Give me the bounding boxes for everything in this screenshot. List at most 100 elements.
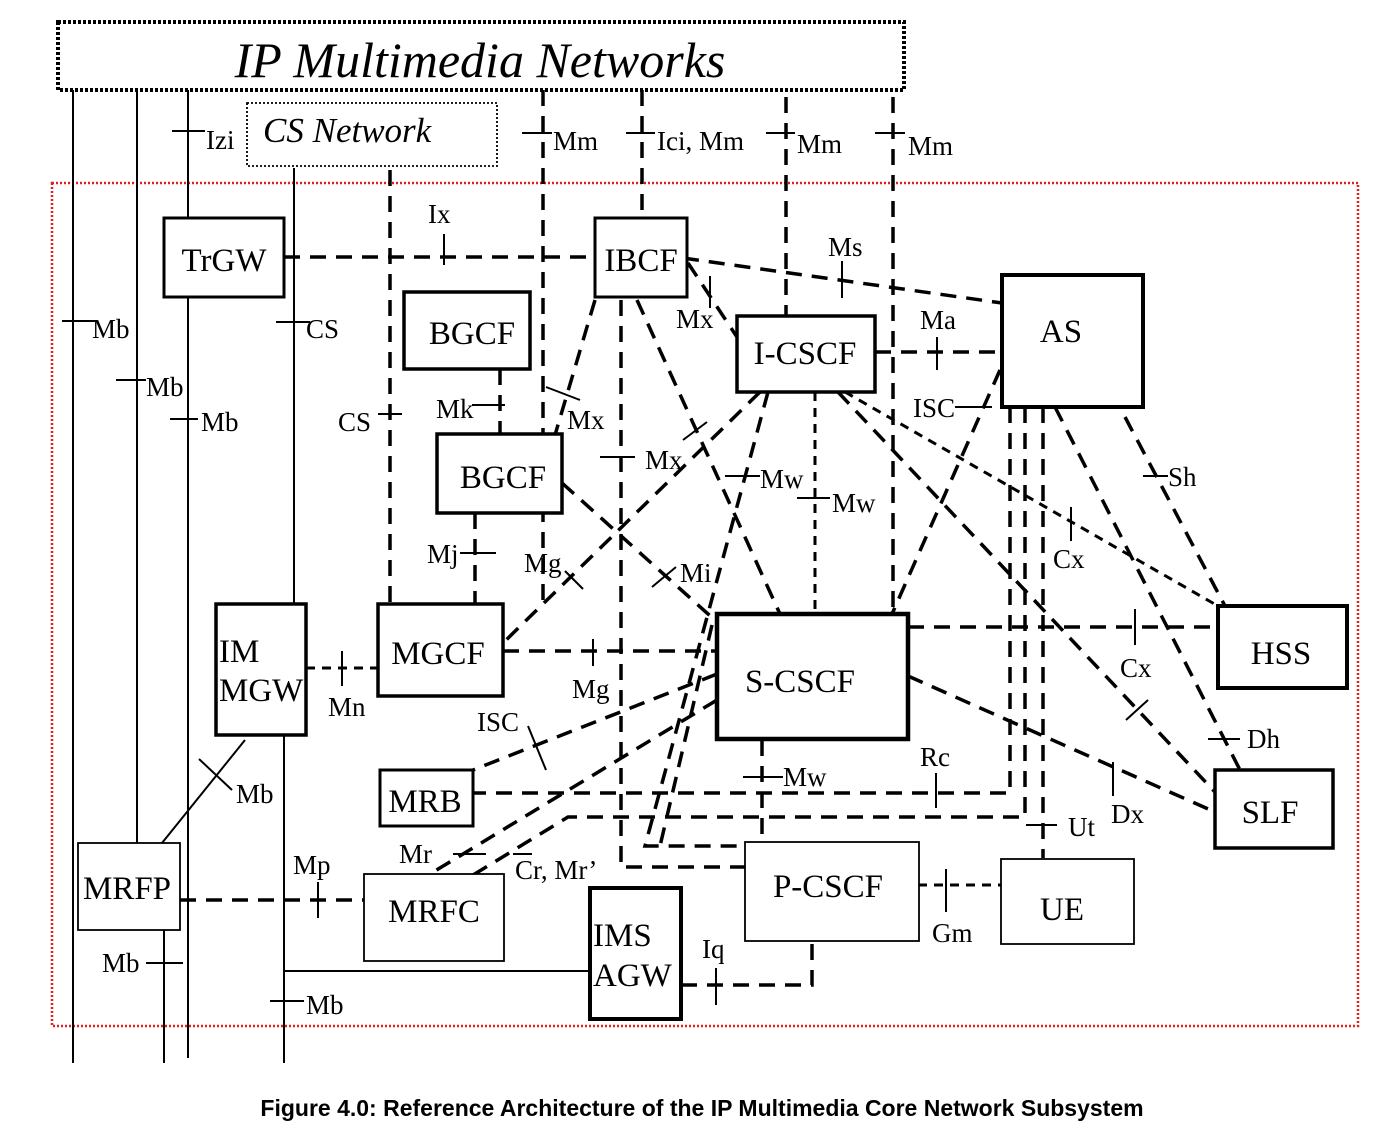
node-trgw[interactable]: TrGW bbox=[162, 216, 286, 299]
interface-label-mg: Mg bbox=[524, 548, 562, 578]
interface-label-mx: Mx bbox=[645, 445, 683, 475]
node-slf[interactable]: SLF bbox=[1213, 768, 1335, 850]
node-ibcf[interactable]: IBCF bbox=[593, 216, 689, 299]
node-label: P-CSCF bbox=[773, 869, 883, 905]
interface-label-mp: Mp bbox=[293, 850, 331, 880]
link-line bbox=[560, 481, 719, 624]
node-label: MGW bbox=[219, 673, 304, 709]
node-label: MGCF bbox=[391, 636, 485, 672]
node-pcscf[interactable]: P-CSCF bbox=[744, 841, 920, 942]
node-label: MRFC bbox=[388, 894, 480, 930]
interface-label-cr-mr: Cr, Mr’ bbox=[515, 855, 597, 885]
interface-label-ix: Ix bbox=[428, 199, 451, 229]
interface-label-mx: Mx bbox=[676, 304, 714, 334]
interface-label-sh: Sh bbox=[1168, 462, 1197, 492]
interface-label-dx: Dx bbox=[1111, 799, 1144, 829]
interface-label-cx: Cx bbox=[1053, 544, 1085, 574]
node-label: IBCF bbox=[604, 243, 677, 279]
node-label: AS bbox=[1040, 314, 1082, 350]
node-label: SLF bbox=[1242, 795, 1299, 831]
node-box bbox=[1216, 604, 1349, 690]
node-box bbox=[378, 768, 475, 828]
node-hss[interactable]: HSS bbox=[1216, 604, 1349, 690]
interface-label-mw: Mw bbox=[832, 488, 876, 518]
node-label: HSS bbox=[1251, 636, 1312, 672]
node-label: UE bbox=[1040, 892, 1084, 928]
ip-multimedia-networks: IP Multimedia Networks bbox=[56, 20, 906, 92]
interface-label-mw: Mw bbox=[760, 464, 804, 494]
node-box bbox=[435, 432, 564, 515]
link-line bbox=[890, 369, 1002, 615]
link-line bbox=[473, 407, 1012, 795]
cs-network: CS Network bbox=[246, 102, 498, 167]
figure-caption: Figure 4.0: Reference Architecture of th… bbox=[260, 1095, 1143, 1121]
link-line bbox=[459, 407, 1027, 885]
interface-label-mb: Mb bbox=[306, 990, 344, 1020]
signalling-lines bbox=[180, 90, 1242, 987]
node-mrb[interactable]: MRB bbox=[378, 768, 475, 828]
interface-labels: Izi Mm Ici, Mm Mm Mm Ix Ms Mb CS Mx Ma M… bbox=[92, 125, 1280, 1020]
node-box bbox=[588, 886, 683, 1021]
interface-label-mx: Mx bbox=[567, 405, 605, 435]
interface-label-mk: Mk bbox=[436, 394, 474, 424]
node-scscf[interactable]: S-CSCF bbox=[714, 611, 911, 742]
node-label: TrGW bbox=[182, 243, 268, 279]
node-box bbox=[744, 841, 920, 942]
node-as[interactable]: AS bbox=[1000, 273, 1145, 409]
node-ue[interactable]: UE bbox=[1000, 858, 1135, 945]
node-label: BGCF bbox=[460, 460, 546, 496]
node-mrfc[interactable]: MRFC bbox=[363, 873, 505, 962]
interface-label-iq: Iq bbox=[702, 934, 725, 964]
network-box bbox=[56, 20, 906, 92]
interface-label-mn: Mn bbox=[328, 692, 366, 722]
node-box bbox=[593, 216, 689, 299]
interface-label-rc: Rc bbox=[920, 742, 950, 772]
interface-label-ms: Ms bbox=[828, 232, 863, 262]
interface-tick bbox=[545, 386, 581, 401]
link-line bbox=[1053, 406, 1242, 771]
interface-label-mj: Mj bbox=[427, 539, 459, 569]
link-line bbox=[686, 262, 739, 338]
interface-label-dh: Dh bbox=[1247, 724, 1280, 754]
node-im-mgw[interactable]: IM MGW bbox=[214, 602, 308, 737]
interface-label-mm: Mm bbox=[908, 131, 953, 161]
node-box bbox=[402, 290, 532, 371]
node-icscf[interactable]: I-CSCF bbox=[735, 314, 877, 394]
node-ims-agw[interactable]: IMS AGW bbox=[588, 886, 683, 1021]
link-line bbox=[658, 624, 714, 847]
interface-label-ici-mm: Ici, Mm bbox=[657, 126, 744, 156]
node-box bbox=[363, 873, 505, 962]
interface-label-izi: Izi bbox=[206, 125, 234, 155]
interface-label-mi: Mi bbox=[680, 558, 712, 588]
node-box bbox=[714, 611, 911, 742]
cs-network-label: CS Network bbox=[263, 111, 433, 150]
interface-label-mb: Mb bbox=[201, 407, 239, 437]
interface-label-mg: Mg bbox=[572, 674, 610, 704]
node-box bbox=[1000, 273, 1145, 409]
node-box bbox=[162, 216, 286, 299]
interface-label-mb: Mb bbox=[92, 314, 130, 344]
interface-tick bbox=[527, 725, 547, 771]
link-line bbox=[429, 698, 718, 876]
interface-label-cs: CS bbox=[338, 407, 371, 437]
link-line bbox=[472, 672, 718, 772]
link-line bbox=[844, 390, 1219, 608]
node-label: IM bbox=[219, 634, 259, 670]
link-line bbox=[681, 940, 814, 987]
node-label: BGCF bbox=[429, 316, 515, 352]
interface-label-cx: Cx bbox=[1120, 653, 1152, 683]
node-mrfp[interactable]: MRFP bbox=[77, 842, 181, 931]
interface-label-isc: ISC bbox=[913, 393, 955, 423]
interface-tick bbox=[682, 421, 708, 441]
node-label: IMS bbox=[593, 918, 652, 954]
interface-label-gm: Gm bbox=[932, 918, 973, 948]
interface-label-mr: Mr bbox=[399, 839, 432, 869]
node-box bbox=[376, 602, 505, 698]
interface-label-mm: Mm bbox=[553, 126, 598, 156]
node-bgcf-top[interactable]: BGCF bbox=[402, 290, 532, 371]
node-bgcf-bottom[interactable]: BGCF bbox=[435, 432, 564, 515]
node-box bbox=[1000, 858, 1135, 945]
link-line bbox=[553, 299, 597, 436]
node-mgcf[interactable]: MGCF bbox=[376, 602, 505, 698]
node-box bbox=[1213, 768, 1335, 850]
